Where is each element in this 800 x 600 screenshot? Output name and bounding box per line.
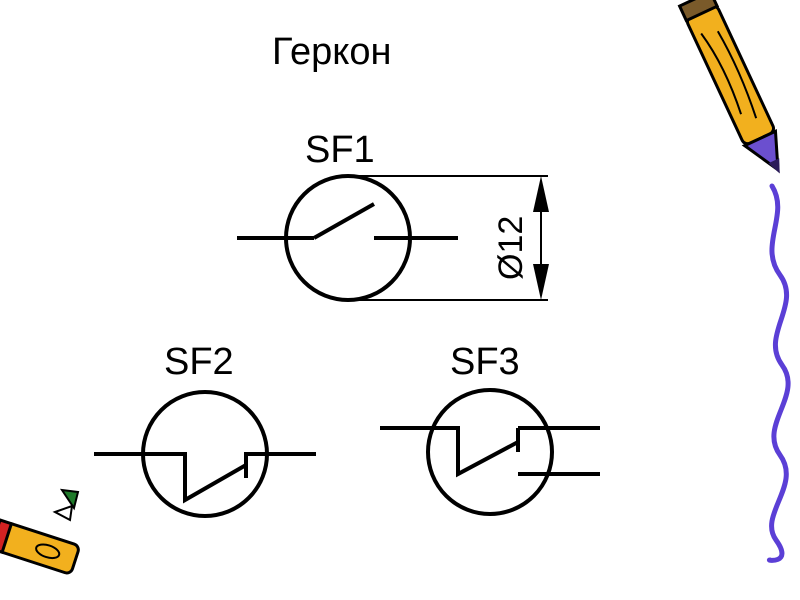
sf1-contact [313,202,375,240]
symbol-sf1: SF1 Ø12 [237,129,549,302]
sf3-contact [380,426,519,478]
symbol-sf3: SF3 [380,341,600,516]
pencil-icon-top-right [677,0,780,174]
sf2-lead-right [244,452,316,478]
sf3-label: SF3 [450,341,520,383]
dim-arrow-bottom [533,264,549,300]
sf2-label: SF2 [164,341,234,383]
wavy-line-decoration [766,183,791,563]
symbol-sf2: SF2 [94,341,316,518]
dim-arrow-top [533,176,549,212]
sf3-circle [426,388,554,516]
slide-title: Геркон [272,31,391,73]
pencil-icon-bottom-left [0,488,80,575]
sf1-label: SF1 [305,129,375,171]
sf2-contact [94,452,247,504]
dimension-label: Ø12 [492,216,530,280]
